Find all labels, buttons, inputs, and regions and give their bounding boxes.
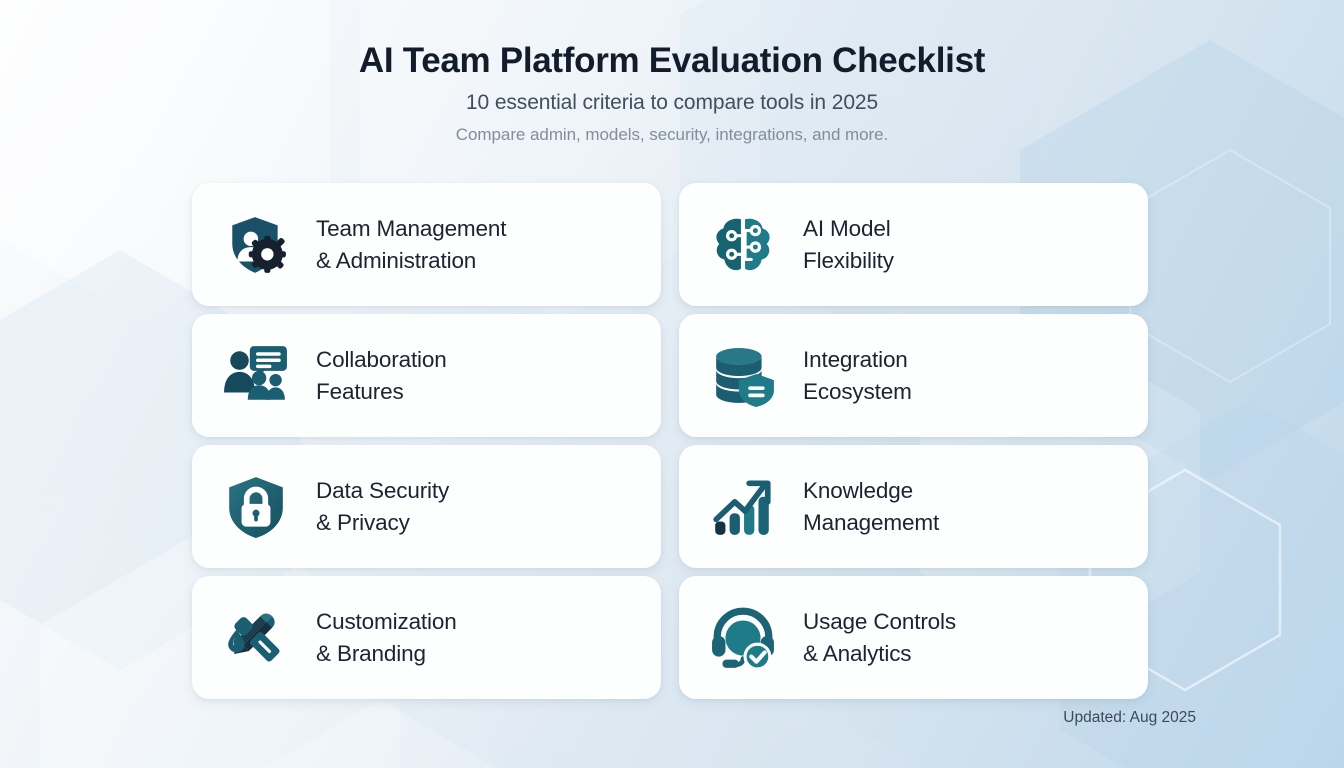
checklist-card[interactable]: Team Management & Administration xyxy=(192,183,661,306)
checklist-card-label: Customization & Branding xyxy=(316,606,457,670)
checklist-card[interactable]: Knowledge Managememt xyxy=(679,445,1148,568)
checklist-card-line2: & Analytics xyxy=(803,640,912,666)
checklist-card-line1: Collaboration xyxy=(316,346,447,372)
pen-ruler-icon xyxy=(220,602,292,674)
footer: Updated: Aug 2025 xyxy=(0,709,1344,727)
checklist-card-line1: Knowledge xyxy=(803,477,913,503)
checklist-card-line2: & Branding xyxy=(316,640,426,666)
checklist-card[interactable]: Data Security & Privacy xyxy=(192,445,661,568)
checklist-card-label: Integration Ecosystem xyxy=(803,344,912,408)
checklist-card-line1: Usage Controls xyxy=(803,608,956,634)
checklist-card-line1: Data Security xyxy=(316,477,450,503)
headset-check-icon xyxy=(707,602,779,674)
checklist-card-label: Usage Controls & Analytics xyxy=(803,606,956,670)
checklist-card-line2: Managememt xyxy=(803,509,940,535)
checklist-card-line2: & Privacy xyxy=(316,509,410,535)
checklist-card-line2: Flexibility xyxy=(803,247,894,273)
checklist-card-line2: & Administration xyxy=(316,247,477,273)
shield-person-gear-icon xyxy=(220,209,292,281)
checklist-card-label: Data Security & Privacy xyxy=(316,475,449,539)
checklist-card-label: Collaboration Features xyxy=(316,344,447,408)
checklist-card[interactable]: Integration Ecosystem xyxy=(679,314,1148,437)
page-tagline: Compare admin, models, security, integra… xyxy=(455,125,889,145)
checklist-card-label: Team Management & Administration xyxy=(316,213,507,277)
checklist-card[interactable]: Collaboration Features xyxy=(192,314,661,437)
checklist-card-line2: Ecosystem xyxy=(803,378,912,404)
checklist-card-line2: Features xyxy=(316,378,404,404)
checklist-card-line1: Integration xyxy=(803,346,908,372)
growth-chart-arrow-icon xyxy=(707,471,779,543)
checklist-card-line1: Team Management xyxy=(316,215,507,241)
people-chat-bubble-icon xyxy=(220,340,292,412)
checklist-card[interactable]: Customization & Branding xyxy=(192,576,661,699)
page-title: AI Team Platform Evaluation Checklist xyxy=(358,41,986,80)
header: AI Team Platform Evaluation Checklist 10… xyxy=(0,0,1344,145)
shield-lock-icon xyxy=(220,471,292,543)
page-subtitle: 10 essential criteria to compare tools i… xyxy=(465,91,879,115)
checklist-grid: Team Management & Administration xyxy=(192,183,1148,699)
checklist-card-label: Knowledge Managememt xyxy=(803,475,939,539)
checklist-card-label: AI Model Flexibility xyxy=(803,213,894,277)
brain-circuit-icon xyxy=(707,209,779,281)
checklist-card[interactable]: Usage Controls & Analytics xyxy=(679,576,1148,699)
database-shield-icon xyxy=(707,340,779,412)
updated-label: Updated: Aug 2025 xyxy=(1063,709,1196,726)
checklist-card-line1: Customization xyxy=(316,608,457,634)
checklist-card[interactable]: AI Model Flexibility xyxy=(679,183,1148,306)
checklist-card-line1: AI Model xyxy=(803,215,891,241)
